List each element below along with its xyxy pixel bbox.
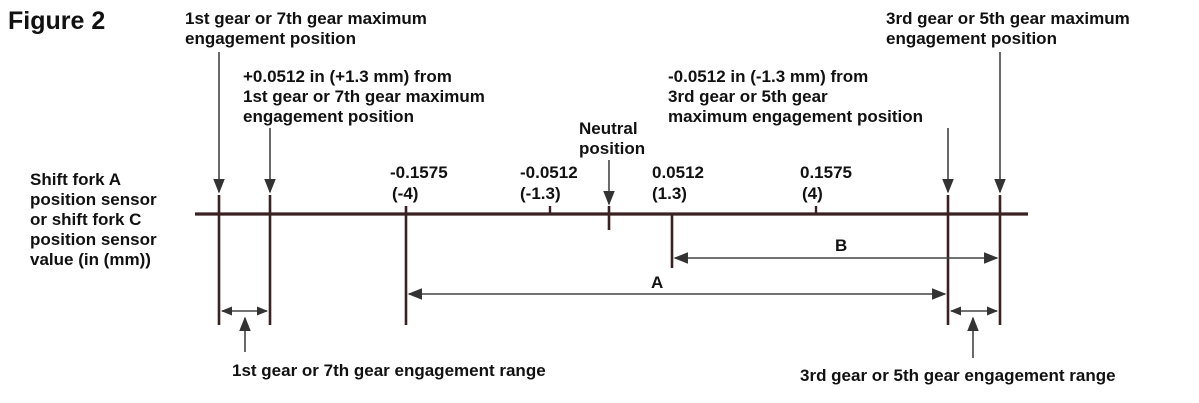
callout-neutral-line-2: position: [579, 139, 645, 158]
callout-neutral-line-1: Neutral: [579, 119, 638, 138]
tick-label-neg-01575: -0.1575 (-4): [390, 163, 448, 203]
tick-mm: (1.3): [652, 184, 687, 203]
range-b-label: B: [835, 236, 847, 255]
callout-first-gear-max: 1st gear or 7th gear maximum engagement …: [185, 9, 427, 48]
callout-third-offset-line-2: 3rd gear or 5th gear: [668, 87, 828, 106]
tick-mm: (-1.3): [520, 184, 561, 203]
figure-title: Figure 2: [8, 7, 105, 35]
tick-value: -0.1575: [390, 163, 448, 182]
tick-value: 0.0512: [652, 163, 704, 182]
callout-third-offset-line-3: maximum engagement position: [668, 107, 923, 126]
callout-third-max-line-2: engagement position: [886, 29, 1057, 48]
axis-label-line-3: or shift fork C: [30, 210, 141, 229]
axis-label-line-1: Shift fork A: [30, 170, 121, 189]
callout-third-offset-line-1: -0.0512 in (-1.3 mm) from: [668, 67, 868, 86]
callout-first-gear-offset: +0.0512 in (+1.3 mm) from 1st gear or 7t…: [243, 67, 485, 126]
range-a-label: A: [651, 273, 663, 292]
tick-value: -0.0512: [520, 163, 578, 182]
tick-label-pos-01575: 0.1575 (4): [800, 163, 852, 203]
callout-third-max-line-1: 3rd gear or 5th gear maximum: [886, 9, 1130, 28]
tick-value: 0.1575: [800, 163, 852, 182]
callout-first-offset-line-2: 1st gear or 7th gear maximum: [243, 87, 485, 106]
axis-label-line-5: value (in (mm)): [30, 250, 151, 269]
callout-third-gear-max: 3rd gear or 5th gear maximum engagement …: [886, 9, 1130, 48]
tick-label-pos-00512: 0.0512 (1.3): [652, 163, 704, 203]
callout-first-max-line-1: 1st gear or 7th gear maximum: [185, 9, 427, 28]
axis-label-line-2: position sensor: [30, 190, 157, 209]
tick-label-neg-00512: -0.0512 (-1.3): [520, 163, 578, 203]
callout-first-offset-line-3: engagement position: [243, 107, 414, 126]
tick-mm: (-4): [392, 184, 418, 203]
callout-neutral: Neutral position: [579, 119, 645, 158]
callout-first-offset-line-1: +0.0512 in (+1.3 mm) from: [243, 67, 452, 86]
axis-label: Shift fork A position sensor or shift fo…: [30, 170, 157, 269]
third-gear-range-label: 3rd gear or 5th gear engagement range: [800, 366, 1116, 385]
first-gear-range-label: 1st gear or 7th gear engagement range: [232, 361, 546, 380]
tick-mm: (4): [802, 184, 823, 203]
callout-first-max-line-2: engagement position: [185, 29, 356, 48]
axis-label-line-4: position sensor: [30, 230, 157, 249]
callout-third-gear-offset: -0.0512 in (-1.3 mm) from 3rd gear or 5t…: [668, 67, 923, 126]
